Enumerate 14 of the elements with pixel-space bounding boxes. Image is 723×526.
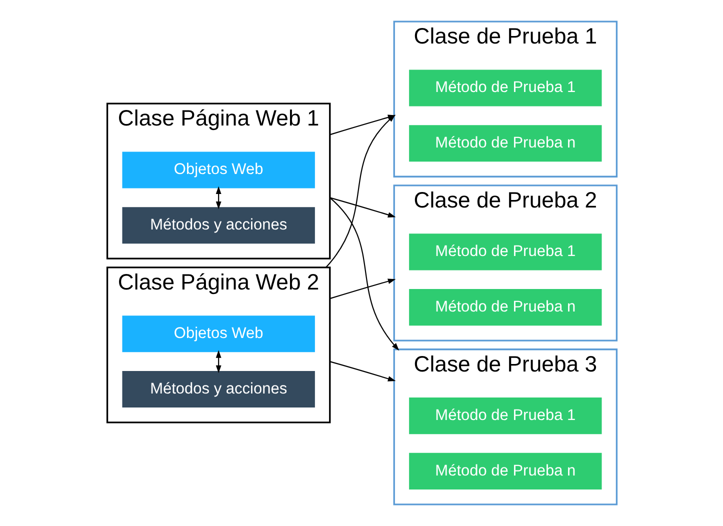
node-box: Métodos y acciones bbox=[122, 370, 314, 408]
node-box: Método de Prueba 1 bbox=[408, 70, 602, 106]
node-box: Método de Prueba 1 bbox=[408, 234, 602, 270]
arrow bbox=[329, 278, 396, 300]
node-box: Objetos Web bbox=[122, 316, 314, 352]
node-box: Método de Prueba n bbox=[408, 289, 602, 326]
arrow bbox=[329, 361, 396, 382]
node-box: Método de Prueba n bbox=[408, 452, 602, 490]
node-box: Método de Prueba 1 bbox=[408, 398, 602, 434]
node-box: Objetos Web bbox=[122, 152, 314, 188]
arrow bbox=[329, 197, 399, 351]
node-box: Métodos y acciones bbox=[122, 207, 314, 244]
node-box: Método de Prueba n bbox=[408, 125, 602, 162]
arrow bbox=[329, 197, 396, 218]
